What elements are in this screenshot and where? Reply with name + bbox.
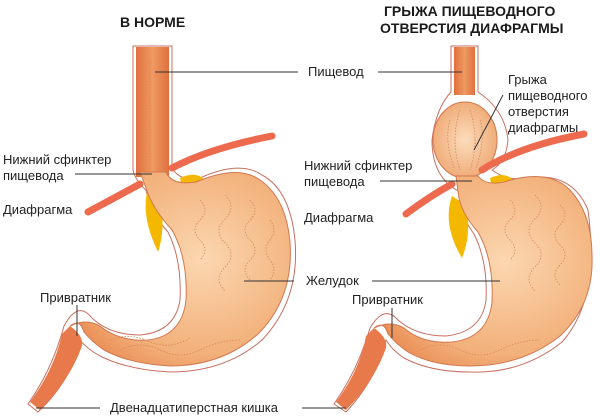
leader-lines — [36, 71, 504, 409]
label-hernia-3: отверстия — [508, 104, 569, 119]
label-pylorus-left: Привратник — [40, 290, 111, 305]
title-hernia-line1: ГРЫЖА ПИЩЕВОДНОГО — [384, 3, 556, 19]
normal-diaphragm — [84, 132, 276, 216]
normal-esophagus — [136, 47, 169, 177]
label-sphincter-right-1: Нижний сфинктер — [304, 158, 413, 173]
label-stomach: Желудок — [306, 273, 359, 288]
label-duodenum: Двенадцатиперстная кишка — [110, 400, 278, 415]
label-hernia-2: пищеводного — [508, 88, 588, 103]
hernia-duodenum — [336, 328, 387, 410]
normal-fat-pad — [145, 174, 206, 252]
label-diaphragm-right: Диафрагма — [304, 210, 374, 225]
hernia-esophagus — [454, 47, 475, 95]
hernia-diaphragm — [402, 130, 588, 218]
label-hernia-1: Грыжа — [508, 72, 547, 87]
label-sphincter-right-2: пищевода — [304, 174, 365, 189]
label-sphincter-left-2: пищевода — [3, 168, 64, 183]
normal-stomach-body — [69, 171, 291, 367]
hernia-stomach-group — [333, 45, 593, 413]
hernia-fat-pad — [448, 175, 516, 258]
title-hernia-line2: ОТВЕРСТИЯ ДИАФРАГМЫ — [380, 20, 564, 36]
label-hernia-4: диафрагмы — [508, 120, 579, 135]
label-diaphragm-left: Диафрагма — [3, 202, 73, 217]
hernia-stomach-body — [373, 175, 593, 367]
label-pylorus-right: Привратник — [352, 292, 423, 307]
normal-duodenum — [30, 326, 83, 410]
title-normal: В НОРМЕ — [120, 14, 186, 30]
leader-hernia — [473, 94, 504, 151]
label-sphincter-left-1: Нижний сфинктер — [3, 152, 112, 167]
label-esophagus: Пищевод — [308, 64, 364, 79]
normal-stomach-group — [27, 45, 297, 413]
